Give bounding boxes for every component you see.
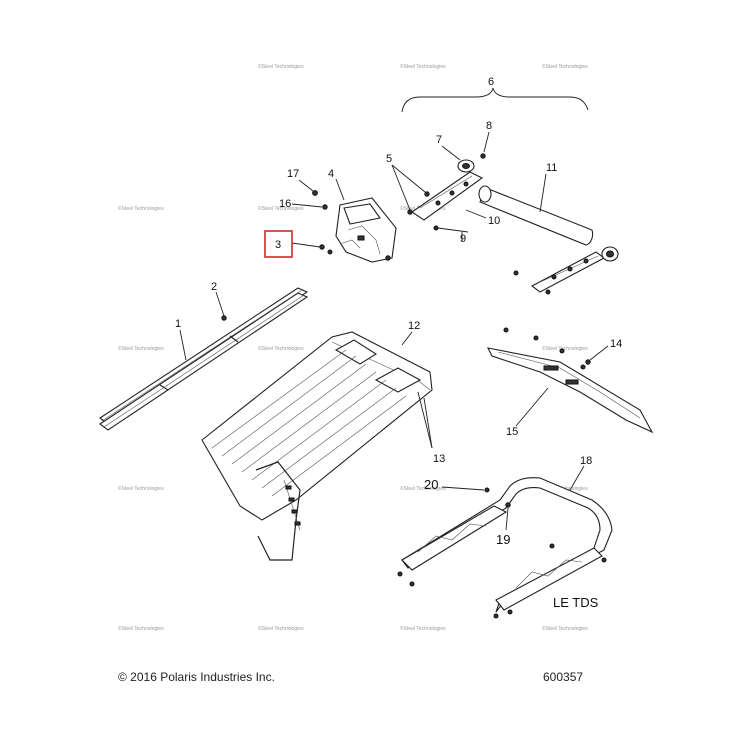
- part-3-hardware: [291, 242, 333, 255]
- callout-4[interactable]: 4: [328, 168, 334, 180]
- part-9-screws: [433, 225, 469, 241]
- part-15-cross-bar: [487, 327, 654, 434]
- callout-5[interactable]: 5: [386, 153, 392, 165]
- copyright-text: © 2016 Polaris Industries Inc.: [118, 670, 275, 684]
- watermark: ©Steel Technologies: [400, 625, 446, 632]
- watermark: ©Steel Technologies: [542, 345, 588, 352]
- callout-7[interactable]: 7: [436, 134, 442, 146]
- watermark: ©Steel Technologies: [118, 345, 164, 352]
- watermark: ©Steel Technologies: [258, 205, 304, 212]
- callout-20[interactable]: 20: [424, 477, 438, 492]
- callout-6[interactable]: 6: [488, 76, 494, 88]
- callout-13[interactable]: 13: [433, 453, 445, 465]
- part-17-hardware: [298, 179, 318, 196]
- callout-3[interactable]: 3: [275, 239, 281, 251]
- callout-11[interactable]: 11: [546, 162, 557, 174]
- callout-16[interactable]: 16: [279, 198, 291, 210]
- part-16-hardware: [291, 203, 328, 210]
- callout-2[interactable]: 2: [211, 281, 217, 293]
- part-10-link-arm: [411, 171, 487, 221]
- part-19-screw: [505, 502, 511, 531]
- callout-8[interactable]: 8: [486, 120, 492, 132]
- watermark: ©Steel Technologies: [542, 625, 588, 632]
- part-13-leaders: [417, 391, 433, 449]
- part-8-screw: [480, 131, 490, 159]
- part-12-cargo-bed: [201, 331, 433, 561]
- callout-18[interactable]: 18: [580, 455, 592, 467]
- callout-1[interactable]: 1: [175, 318, 181, 330]
- part-6-group-bracket: [401, 87, 589, 113]
- part-7-bushing: [441, 145, 475, 173]
- callout-labels: 1 2 3 4 5 6 7 8 9 10 11 12 13 14 15 16 1…: [175, 76, 622, 547]
- watermark: ©Steel Technologies: [258, 625, 304, 632]
- callout-17[interactable]: 17: [287, 168, 299, 180]
- watermark: ©Steel Technologies: [258, 345, 304, 352]
- callout-15[interactable]: 15: [506, 426, 518, 438]
- part-1-rail: [99, 287, 309, 431]
- watermark: ©Steel Technologies: [118, 205, 164, 212]
- callout-19[interactable]: 19: [496, 532, 510, 547]
- callout-9[interactable]: 9: [460, 233, 466, 245]
- part-10-lower-arm: [513, 246, 619, 295]
- part-11-tube: [478, 173, 594, 246]
- part-5-bolts: [391, 164, 430, 215]
- watermark: ©Steel Technologies: [118, 625, 164, 632]
- watermark: ©Steel Technologies: [118, 485, 164, 492]
- callout-14[interactable]: 14: [610, 338, 622, 350]
- callout-10[interactable]: 10: [488, 215, 500, 227]
- watermark: ©Steel Technologies: [400, 63, 446, 70]
- watermark: ©Steel Technologies: [542, 63, 588, 70]
- part-20-screws: [441, 486, 490, 493]
- part-14-screw: [585, 345, 609, 365]
- diagram-number: 600357: [543, 670, 584, 684]
- part-4-bracket: [335, 178, 397, 263]
- watermark: ©Steel Technologies: [258, 63, 304, 70]
- callout-12[interactable]: 12: [408, 320, 420, 332]
- view-label: LE TDS: [553, 595, 599, 610]
- watermark: ©Steel Technologies: [400, 485, 446, 492]
- highlight-box: [264, 230, 293, 258]
- part-2-clip: [215, 291, 227, 321]
